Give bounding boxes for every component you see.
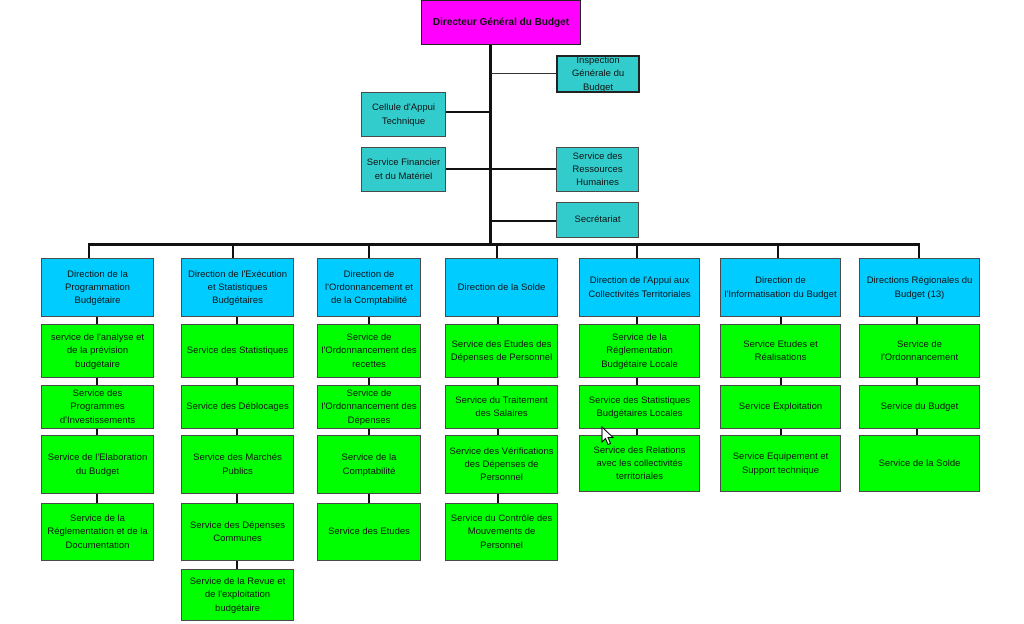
- rh-connector: [491, 168, 557, 170]
- direction-solde-box[interactable]: Direction de la Solde: [445, 258, 558, 317]
- service-label: Service du Traitement des Salaires: [455, 394, 548, 419]
- service-box[interactable]: Service Etudes et Réalisations: [720, 324, 841, 378]
- service-label: Service des Statistiques: [186, 345, 289, 357]
- secretariat-connector: [491, 220, 557, 222]
- service-label: Service de la Comptabilité: [341, 452, 397, 477]
- direction-drop-2: [232, 244, 234, 258]
- service-label: Service des Vérifications des Dépenses d…: [449, 445, 554, 484]
- service-box[interactable]: Service du Contrôle des Mouvements de Pe…: [445, 503, 558, 561]
- direction-ordonnancement-box[interactable]: Direction de l'Ordonnancement et de la C…: [317, 258, 421, 317]
- service-box[interactable]: Service des Relations avec les collectiv…: [579, 435, 700, 492]
- service-label: service de l'analyse et de la prévision …: [50, 332, 145, 370]
- direction-collectivites-box[interactable]: Direction de l'Appui aux Collectivités T…: [579, 258, 700, 317]
- direction-title: Direction de la Programmation Budgétaire: [65, 268, 130, 307]
- service-label: Service Equipement et Support technique: [732, 451, 829, 476]
- service-label: Service de l'Ordonnancement des recettes: [321, 332, 417, 370]
- inspection-box[interactable]: Inspection Générale du Budget: [556, 55, 640, 93]
- service-label: Service de la Solde: [878, 457, 961, 469]
- service-label: Service de l'Elaboration du Budget: [47, 452, 148, 477]
- service-box[interactable]: Service Exploitation: [720, 385, 841, 429]
- service-label: Service de l'Ordonnancement des Dépenses: [321, 388, 417, 426]
- direction-informatisation-box[interactable]: Direction de l'Informatisation du Budget: [720, 258, 841, 317]
- service-box[interactable]: Service des Etudes des Dépenses de Perso…: [445, 324, 558, 378]
- director-general-label: Directeur Général du Budget: [432, 16, 570, 28]
- directions-regionales-box[interactable]: Directions Régionales du Budget (13): [859, 258, 980, 317]
- service-box[interactable]: Service des Statistiques: [181, 324, 294, 378]
- service-box[interactable]: Service de la Réglementation et de la Do…: [41, 503, 154, 561]
- direction-drop-7: [918, 244, 920, 258]
- service-label: Service des Dépenses Communes: [189, 519, 286, 544]
- direction-drop-3: [368, 244, 370, 258]
- direction-title: Direction de la Solde: [457, 281, 546, 293]
- service-box[interactable]: Service des Vérifications des Dépenses d…: [445, 435, 558, 494]
- service-box[interactable]: Service de la Solde: [859, 435, 980, 492]
- direction-title: Directions Régionales du Budget (13): [866, 275, 973, 300]
- secretariat-box[interactable]: Secrétariat: [556, 202, 639, 238]
- inspection-label: Inspection Générale du Budget: [571, 55, 625, 93]
- service-box[interactable]: Service des Statistiques Budgétaires Loc…: [579, 385, 700, 429]
- direction-title: Direction de l'Exécution et Statistiques…: [188, 268, 287, 307]
- service-box[interactable]: Service de la Réglementation Budgétaire …: [579, 324, 700, 378]
- service-label: Service des Déblocages: [186, 401, 289, 413]
- direction-drop-5: [636, 244, 638, 258]
- rh-box[interactable]: Service des Ressources Humaines: [556, 147, 639, 192]
- service-box[interactable]: Service des Programmes d'Investissements: [41, 385, 154, 429]
- service-label: Service des Programmes d'Investissements: [59, 388, 136, 426]
- trunk-line: [489, 44, 492, 244]
- secretariat-label: Secrétariat: [574, 214, 621, 226]
- service-label: Service Exploitation: [738, 401, 823, 413]
- service-box[interactable]: Service de l'Ordonnancement: [859, 324, 980, 378]
- service-box[interactable]: Service de la Revue et de l'exploitation…: [181, 569, 294, 621]
- service-box[interactable]: Service du Traitement des Salaires: [445, 385, 558, 429]
- service-label: Service de la Réglementation et de la Do…: [47, 513, 148, 551]
- cellule-connector: [445, 111, 490, 113]
- service-box[interactable]: service de l'analyse et de la prévision …: [41, 324, 154, 378]
- direction-drop-6: [777, 244, 779, 258]
- inspection-connector: [491, 73, 557, 74]
- direction-drop-1: [88, 244, 90, 258]
- service-label: Service des Marchés Publics: [193, 452, 282, 477]
- service-label: Service du Contrôle des Mouvements de Pe…: [450, 513, 553, 551]
- rh-label: Service des Ressources Humaines: [572, 150, 623, 189]
- financier-label: Service Financier et du Matériel: [366, 157, 441, 182]
- service-label: Service des Etudes: [328, 526, 410, 538]
- service-label: Service de la Réglementation Budgétaire …: [601, 332, 678, 370]
- direction-programmation-box[interactable]: Direction de la Programmation Budgétaire: [41, 258, 154, 317]
- direction-execution-box[interactable]: Direction de l'Exécution et Statistiques…: [181, 258, 294, 317]
- financier-connector: [445, 168, 490, 170]
- service-label: Service du Budget: [880, 401, 959, 413]
- service-box[interactable]: Service de l'Ordonnancement des Dépenses: [317, 385, 421, 429]
- service-label: Service des Etudes des Dépenses de Perso…: [450, 338, 553, 363]
- financier-box[interactable]: Service Financier et du Matériel: [361, 147, 446, 192]
- direction-drop-4: [496, 244, 498, 258]
- service-label: Service Etudes et Réalisations: [743, 338, 818, 363]
- service-box[interactable]: Service Equipement et Support technique: [720, 435, 841, 492]
- director-general-box[interactable]: Directeur Général du Budget: [421, 0, 581, 45]
- directions-bus: [88, 243, 920, 246]
- service-box[interactable]: Service du Budget: [859, 385, 980, 429]
- service-label: Service de l'Ordonnancement: [880, 338, 959, 363]
- service-box[interactable]: Service de la Comptabilité: [317, 435, 421, 494]
- direction-title: Direction de l'Informatisation du Budget: [724, 275, 837, 300]
- service-box[interactable]: Service de l'Elaboration du Budget: [41, 435, 154, 494]
- service-box[interactable]: Service des Dépenses Communes: [181, 503, 294, 561]
- service-label: Service des Statistiques Budgétaires Loc…: [588, 394, 691, 419]
- service-box[interactable]: Service de l'Ordonnancement des recettes: [317, 324, 421, 378]
- service-label: Service de la Revue et de l'exploitation…: [189, 576, 286, 614]
- direction-title: Direction de l'Appui aux Collectivités T…: [588, 275, 691, 300]
- cellule-box[interactable]: Cellule d'Appui Technique: [361, 92, 446, 137]
- service-box[interactable]: Service des Etudes: [317, 503, 421, 561]
- service-label: Service des Relations avec les collectiv…: [593, 444, 686, 483]
- service-box[interactable]: Service des Déblocages: [181, 385, 294, 429]
- mouse-pointer-icon: [601, 426, 615, 446]
- direction-title: Direction de l'Ordonnancement et de la C…: [325, 268, 413, 307]
- cellule-label: Cellule d'Appui Technique: [371, 102, 436, 127]
- service-box[interactable]: Service des Marchés Publics: [181, 435, 294, 494]
